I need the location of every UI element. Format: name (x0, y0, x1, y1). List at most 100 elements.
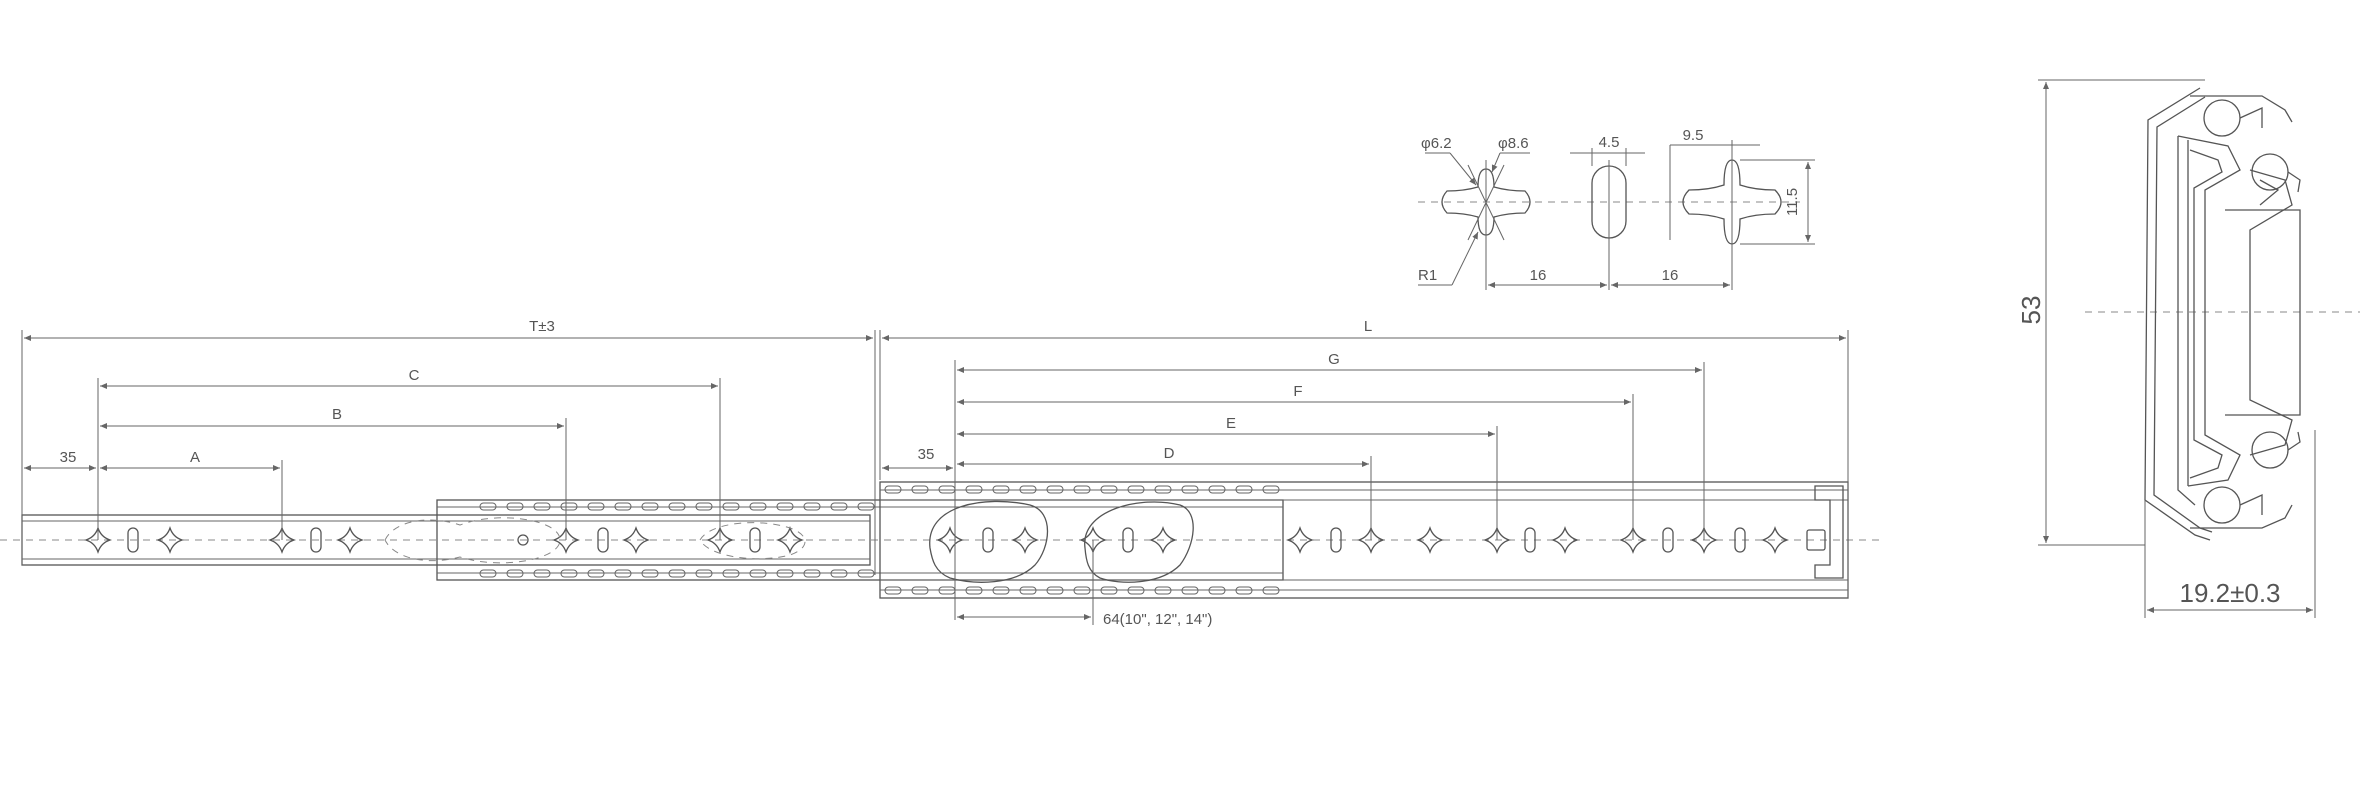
ball-slot (911, 586, 929, 595)
ball-slot (884, 485, 902, 494)
ball-slot (857, 502, 875, 511)
ball-slot (1154, 586, 1172, 595)
cross-hole (1760, 525, 1790, 555)
slot-hole (1122, 527, 1134, 553)
ball-slot (587, 502, 605, 511)
ball-slot (1046, 586, 1064, 595)
pitch1-label: 16 (1530, 267, 1547, 284)
ball-top-left (2203, 99, 2241, 137)
ball-slot (857, 569, 875, 578)
slot-hole (1524, 527, 1536, 553)
side-elevation-view (0, 481, 1880, 599)
ball-slot (614, 502, 632, 511)
cross-hole-1 (1441, 168, 1531, 236)
ball-slot (1073, 485, 1091, 494)
ball-slot (533, 569, 551, 578)
slot-width-label: 4.5 (1599, 134, 1620, 151)
cross-hole (1415, 525, 1445, 555)
cross-hole (83, 525, 113, 555)
dim-35-left-label: 35 (60, 449, 77, 466)
cross-hole (1482, 525, 1512, 555)
dim-t-label: T±3 (529, 318, 555, 335)
pitch2-label: 16 (1662, 267, 1679, 284)
cross-hole (621, 525, 651, 555)
ball-slot (776, 502, 794, 511)
dim-e-label: E (1226, 415, 1236, 432)
ball-slot (1127, 485, 1145, 494)
ball-slot (506, 502, 524, 511)
ball-slot (803, 569, 821, 578)
ball-slot (506, 569, 524, 578)
dim-b-label: B (332, 406, 342, 423)
end-stop-bracket (1814, 485, 1844, 579)
hole-detail-view: φ6.2 φ8.6 R1 4.5 9.5 11.5 16 16 (1418, 127, 1815, 290)
cross-hole (155, 525, 185, 555)
section-height-label: 53 (2016, 296, 2046, 325)
ball-slot (1235, 485, 1253, 494)
ball-slot (668, 502, 686, 511)
slot-hole (749, 527, 761, 553)
ball-slot (776, 569, 794, 578)
phi1-label: φ6.2 (1421, 135, 1452, 152)
ball-slot (479, 502, 497, 511)
ball-slot (695, 502, 713, 511)
ball-slot (533, 502, 551, 511)
ball-slot (1100, 586, 1118, 595)
ball-slot (587, 569, 605, 578)
ball-slot (641, 569, 659, 578)
ball-retainer-bottom (479, 569, 1280, 595)
cross-hole (1148, 525, 1178, 555)
slot-hole (127, 527, 139, 553)
cross-hole (267, 525, 297, 555)
cross-section-view: 53 19.2±0.3 (2016, 79, 2360, 618)
ball-slot (560, 569, 578, 578)
ball-slot (1208, 485, 1226, 494)
cross-hole (705, 525, 735, 555)
cross-hole-2 (1682, 159, 1782, 245)
slot-hole (1330, 527, 1342, 553)
ball-slot (830, 502, 848, 511)
ball-slot (1181, 586, 1199, 595)
section-width-label: 19.2±0.3 (2179, 578, 2280, 608)
cross-width-label: 9.5 (1683, 127, 1704, 144)
ball-slot (614, 569, 632, 578)
slot-hole (982, 527, 994, 553)
dim-a-label: A (190, 449, 200, 466)
ball-slot (1046, 485, 1064, 494)
ball-slot (1181, 485, 1199, 494)
dim-g-label: G (1328, 351, 1340, 368)
slot-hole (597, 527, 609, 553)
ball-slot (479, 569, 497, 578)
ball-slot (749, 502, 767, 511)
cross-hole (935, 525, 965, 555)
ball-slot (1019, 586, 1037, 595)
ball-slot (1019, 485, 1037, 494)
dim-35-right-label: 35 (918, 446, 935, 463)
slot-hole (310, 527, 322, 553)
height-label: 11.5 (1784, 188, 1801, 216)
ball-slot (668, 569, 686, 578)
ball-slot (992, 586, 1010, 595)
cross-hole (1010, 525, 1040, 555)
middle-member (436, 499, 1284, 581)
phi2-label: φ8.6 (1498, 135, 1529, 152)
ball-slot (560, 502, 578, 511)
ball-slot (1235, 586, 1253, 595)
ball-slot (965, 586, 983, 595)
ball-slot (722, 569, 740, 578)
cross-hole (1550, 525, 1580, 555)
cross-hole (551, 525, 581, 555)
lever-cutout-1 (929, 500, 1049, 583)
cross-hole (775, 525, 805, 555)
ball-slot (830, 569, 848, 578)
ball-slot (1154, 485, 1172, 494)
ball-retainer-top (479, 485, 1280, 511)
dim-l-label: L (1364, 318, 1372, 335)
cross-hole (335, 525, 365, 555)
cross-hole (1356, 525, 1386, 555)
dimension-lines: T±3 L C B A 35 35 G F (21, 318, 1849, 628)
ball-slot (803, 502, 821, 511)
ball-slot (722, 502, 740, 511)
ball-slot (992, 485, 1010, 494)
